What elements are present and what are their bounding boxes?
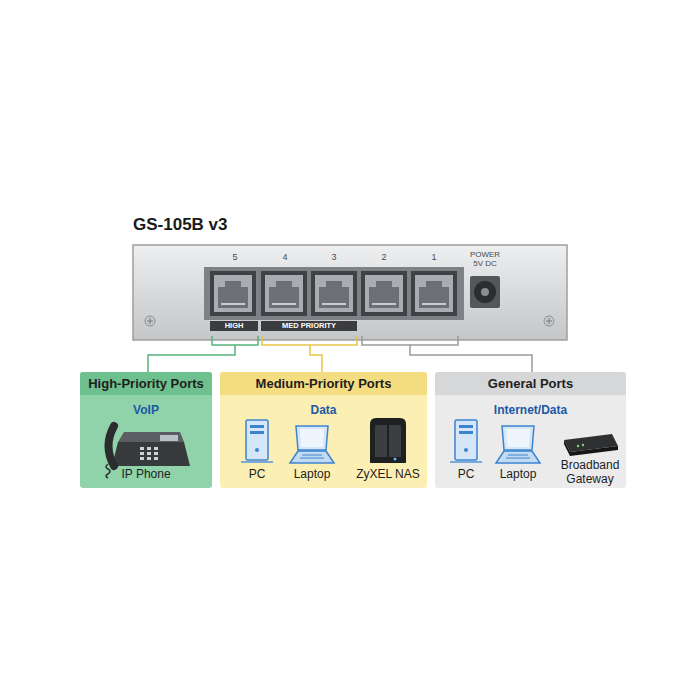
gateway-led xyxy=(582,444,584,446)
port-number: 1 xyxy=(424,252,444,263)
general-bracket xyxy=(362,336,532,372)
phone-keypad xyxy=(140,447,144,450)
port-number: 2 xyxy=(374,252,394,263)
gateway-icon xyxy=(564,434,618,456)
phone-keypad xyxy=(154,447,158,450)
port-number: 3 xyxy=(324,252,344,263)
nas-bay xyxy=(375,425,387,457)
nas-icon xyxy=(370,418,406,463)
dc-jack xyxy=(474,281,496,303)
high-bracket xyxy=(148,336,258,372)
high-strip xyxy=(210,321,258,331)
panel-header xyxy=(80,372,212,395)
device-caption: PC xyxy=(446,467,486,481)
device-caption: Laptop xyxy=(287,467,337,481)
phone-handset xyxy=(109,426,115,466)
screw xyxy=(544,316,554,326)
port-brackets xyxy=(148,336,532,372)
port xyxy=(361,271,407,316)
panel-header xyxy=(435,372,626,395)
panel-header xyxy=(220,372,427,395)
phone-keypad xyxy=(140,447,158,460)
pc-icon xyxy=(450,420,482,462)
power-label: POWER 5V DC xyxy=(467,250,503,268)
panel-body xyxy=(80,372,212,488)
device-caption: PC xyxy=(237,467,277,481)
switch-body xyxy=(133,245,567,340)
diagram-title: GS-105B v3 xyxy=(133,215,228,235)
panel-body xyxy=(435,372,626,488)
port xyxy=(261,271,307,316)
nas-bay xyxy=(389,425,401,457)
panel-subheading: Internet/Data xyxy=(494,403,567,418)
phone-keypad xyxy=(140,457,144,460)
switch-illustration xyxy=(133,245,567,340)
phone-body xyxy=(112,442,190,466)
port xyxy=(311,271,357,316)
panel-body xyxy=(220,372,427,488)
gateway-front xyxy=(564,440,570,456)
port-recess xyxy=(204,267,464,320)
priority-tag: HIGH xyxy=(210,321,258,331)
phone-keypad xyxy=(147,452,151,455)
phone-top xyxy=(118,432,184,442)
device-caption: ZyXEL NAS xyxy=(352,467,424,481)
port-number: 5 xyxy=(225,252,245,263)
nas-led xyxy=(394,458,397,461)
dc-jack-frame xyxy=(470,276,500,308)
gateway-led xyxy=(577,445,579,447)
laptop-icon xyxy=(290,426,334,463)
panel-grounds xyxy=(80,372,626,488)
device-caption: IP Phone xyxy=(106,467,186,481)
port xyxy=(210,271,256,316)
port xyxy=(411,271,457,316)
dc-jack-pin xyxy=(481,288,489,296)
phone-keypad xyxy=(140,452,144,455)
gateway-side xyxy=(570,446,618,456)
phone-keypad xyxy=(147,457,151,460)
panel-subheading: Data xyxy=(310,403,336,418)
phone-cord xyxy=(106,464,110,478)
phone-display xyxy=(160,435,178,441)
device-caption: Laptop xyxy=(493,467,543,481)
priority-tag: MED PRIORITY xyxy=(261,321,357,331)
panel-subheading: VoIP xyxy=(133,403,159,418)
screw-slot xyxy=(147,318,153,324)
phone-keypad xyxy=(147,447,151,450)
med-strip xyxy=(261,321,357,331)
device-caption: Broadband Gateway xyxy=(557,458,623,486)
panel-heading: Medium-Priority Ports xyxy=(256,372,392,395)
panel-heading: High-Priority Ports xyxy=(88,372,204,395)
nas-body xyxy=(370,418,406,463)
phone-keypad xyxy=(154,452,158,455)
panel-heading: General Ports xyxy=(488,372,573,395)
port-number: 4 xyxy=(275,252,295,263)
phone-keypad xyxy=(154,457,158,460)
med-bracket xyxy=(262,336,357,372)
screw-slot xyxy=(546,318,552,324)
laptop-icon xyxy=(496,426,540,463)
screw xyxy=(145,316,155,326)
pc-icon xyxy=(241,420,273,462)
